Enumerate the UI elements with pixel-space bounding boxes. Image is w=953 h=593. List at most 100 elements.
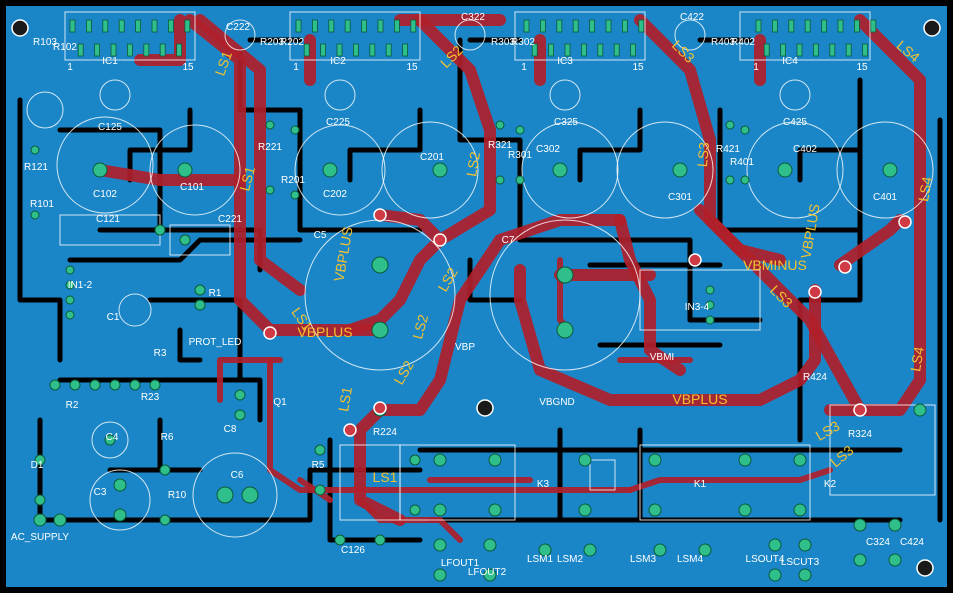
component-designator: IC2 <box>330 56 346 67</box>
component-designator: C6 <box>231 470 244 481</box>
net-label: LS1 <box>335 385 355 413</box>
ic-pin <box>564 43 571 57</box>
component-designator: 1 <box>753 62 759 73</box>
component-designator: VBMI <box>650 352 674 363</box>
component-designator: C401 <box>873 192 897 203</box>
ic-pin <box>151 19 158 33</box>
ic-pin <box>135 19 142 33</box>
component-designator: R321 <box>488 140 512 151</box>
component-designator: R221 <box>258 142 282 153</box>
ic-pin <box>862 43 868 57</box>
component-designator: IC4 <box>782 56 798 67</box>
component-designator: K1 <box>694 479 707 490</box>
net-label: LS2 <box>463 150 483 178</box>
component-designator: C125 <box>98 122 122 133</box>
component-designator: C121 <box>96 214 120 225</box>
ic-pin <box>410 19 417 33</box>
ic-pin <box>780 43 786 57</box>
component-designator: LSOUT4 <box>746 554 785 565</box>
ic-pin <box>159 43 166 57</box>
ic-pin <box>320 43 327 57</box>
ic-pin <box>837 19 844 33</box>
component-designator: C222 <box>226 22 250 33</box>
ic-pin <box>788 19 795 33</box>
component-designator: R102 <box>53 42 77 53</box>
component-designator: R224 <box>373 427 397 438</box>
component-designator: 15 <box>406 62 418 73</box>
component-designator: 15 <box>632 62 644 73</box>
component-designator: IC3 <box>557 56 573 67</box>
component-designator: LSM3 <box>630 554 657 565</box>
ic-pin <box>86 19 92 33</box>
ic-pin <box>295 19 302 33</box>
component-designator: LFOUT1 <box>441 558 480 569</box>
component-designator: C425 <box>783 117 807 128</box>
component-designator: D1 <box>31 460 44 471</box>
top-vias <box>263 208 912 437</box>
component-designator: Q1 <box>273 397 287 408</box>
component-designator: IN1-2 <box>68 280 93 291</box>
component-designator: C302 <box>536 144 560 155</box>
silkscreen-outlines <box>26 11 936 538</box>
component-designator: LSM1 <box>527 554 554 565</box>
component-designator: R302 <box>511 37 535 48</box>
ic-pin <box>352 43 359 57</box>
component-designator: R6 <box>161 432 174 443</box>
ic-pin <box>556 19 563 33</box>
component-designator: R23 <box>141 392 160 403</box>
ic-pin <box>581 43 587 57</box>
ic-pin <box>870 19 877 33</box>
component-designator: 15 <box>182 62 194 73</box>
ic-pin <box>772 19 778 33</box>
component-designator: C202 <box>323 189 347 200</box>
ic-pin <box>572 19 579 33</box>
component-designator: AC_SUPPLY <box>11 532 70 543</box>
component-designator: C424 <box>900 537 924 548</box>
component-designator: 15 <box>856 62 868 73</box>
component-designator: R5 <box>312 460 325 471</box>
net-label: LS4 <box>907 345 927 373</box>
component-designator: VBGND <box>539 397 575 408</box>
ic-pin <box>829 43 836 57</box>
net-label: LS3 <box>694 141 712 167</box>
ic-pin <box>821 19 827 33</box>
ic-pin <box>377 19 384 33</box>
component-designator: R324 <box>848 429 872 440</box>
component-designator: R303 <box>491 37 515 48</box>
component-designator: R403 <box>711 37 735 48</box>
component-designator: R3 <box>154 348 167 359</box>
ic-pin <box>361 19 368 33</box>
ic-pin <box>597 43 604 57</box>
component-designator: R10 <box>168 490 187 501</box>
ic-pin <box>118 19 125 33</box>
component-designators: C102C101C125C121C222C225C202C201C221C322… <box>11 12 924 578</box>
ic-pin <box>589 19 595 33</box>
ic-pin <box>344 19 351 33</box>
component-designator: K3 <box>537 479 550 490</box>
ic-pin <box>763 43 770 57</box>
ic-pin <box>804 19 811 33</box>
net-label: LS1 <box>236 164 258 192</box>
ic-pin <box>303 43 310 57</box>
ic-pin <box>796 43 803 57</box>
pads <box>30 120 927 582</box>
component-designator: C8 <box>224 424 237 435</box>
ic-pin <box>854 19 860 33</box>
component-designator: R301 <box>508 150 532 161</box>
component-designator: C225 <box>326 117 350 128</box>
net-label: LS4 <box>915 175 935 203</box>
ic-pin <box>328 19 335 33</box>
ic-pin <box>548 43 554 57</box>
component-designator: LFOUT2 <box>468 567 507 578</box>
component-designator: C3 <box>94 487 107 498</box>
component-designator: K2 <box>824 479 837 490</box>
component-designator: C301 <box>668 192 692 203</box>
component-designator: C402 <box>793 144 817 155</box>
ic-pin <box>167 19 174 33</box>
ic-pin <box>77 43 84 57</box>
component-designator: 1 <box>293 62 299 73</box>
net-label: LS2 <box>409 312 431 340</box>
component-designator: C201 <box>420 152 444 163</box>
component-designator: C7 <box>502 235 515 246</box>
ic-pin <box>523 19 530 33</box>
